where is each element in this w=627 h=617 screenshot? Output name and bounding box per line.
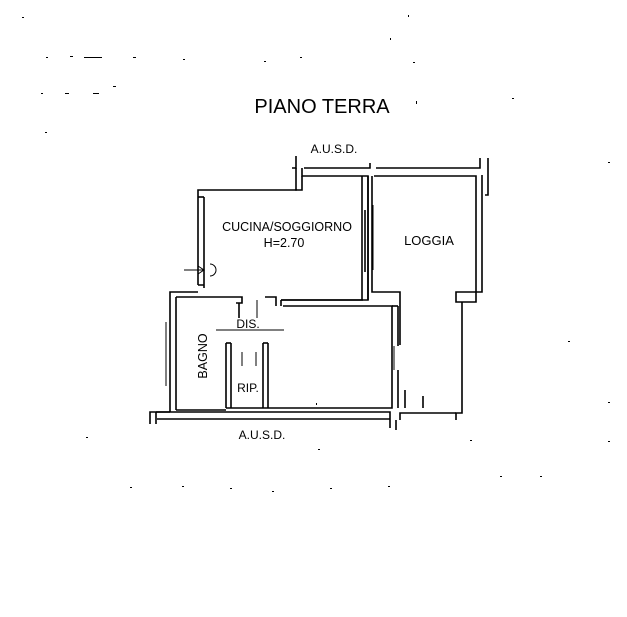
label-bagno: BAGNO <box>196 333 210 378</box>
label-rip: RIP. <box>237 381 259 395</box>
plan-title: PIANO TERRA <box>254 96 390 118</box>
label-ausd-bottom: A.U.S.D. <box>239 428 286 442</box>
label-dis: DIS. <box>236 317 259 331</box>
label-kitchen: CUCINA/SOGGIORNO <box>222 220 352 234</box>
label-ausd-top: A.U.S.D. <box>311 142 358 156</box>
entrance-arrow-icon <box>184 263 217 277</box>
label-loggia: LOGGIA <box>404 233 454 248</box>
label-height: H=2.70 <box>264 236 305 250</box>
scan-noise <box>22 15 610 492</box>
walls <box>149 156 489 430</box>
